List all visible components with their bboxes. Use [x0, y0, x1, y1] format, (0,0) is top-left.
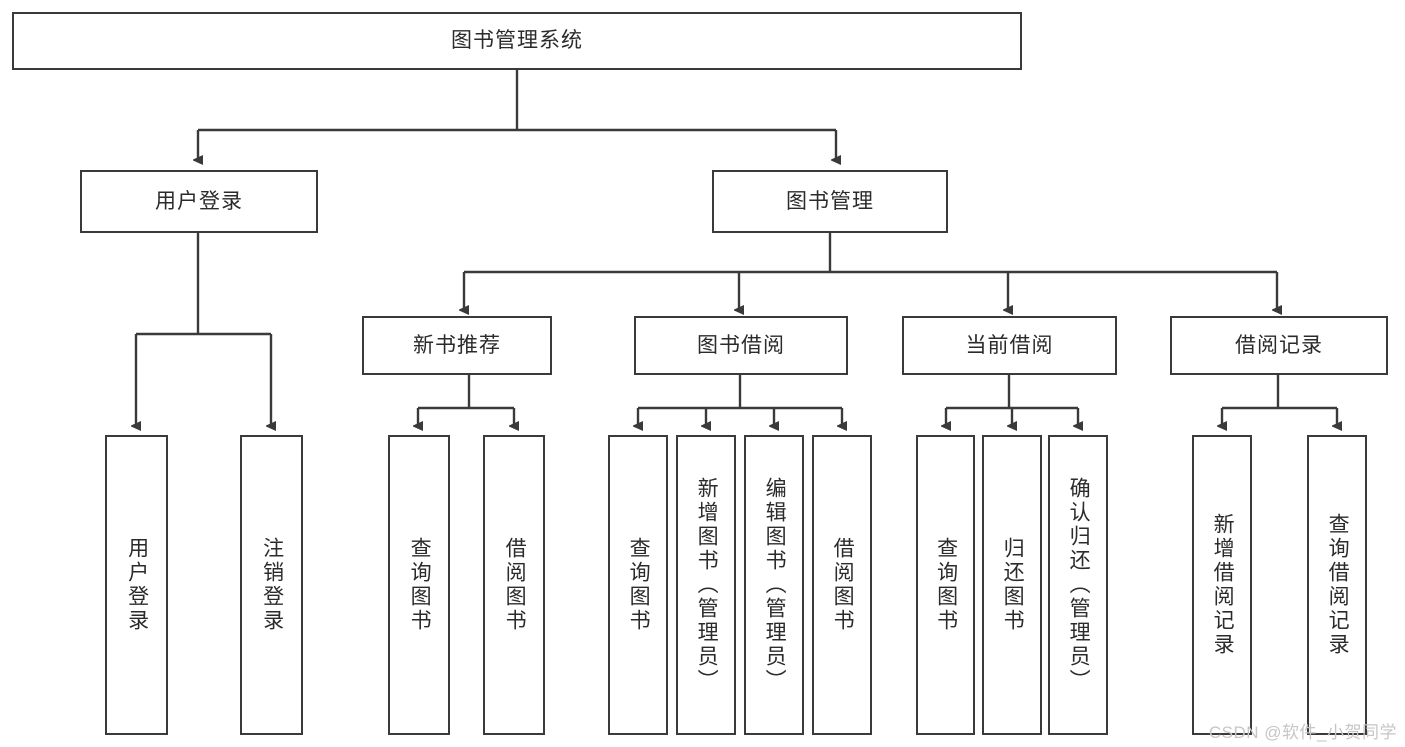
node-label: 图书借阅	[697, 333, 785, 357]
leaf-add-borrow-record[interactable]: 新增借阅记录	[1192, 435, 1252, 735]
node-label: 当前借阅	[965, 333, 1054, 357]
node-label: 借阅图书	[831, 537, 855, 633]
node-label: 借阅图书	[503, 537, 527, 633]
node-current-borrow[interactable]: 当前借阅	[902, 316, 1117, 375]
node-label: 借阅记录	[1235, 333, 1323, 357]
leaf-query-borrow-record[interactable]: 查询借阅记录	[1307, 435, 1367, 735]
leaf-confirm-return-admin[interactable]: 确认归还（管理员）	[1048, 435, 1108, 735]
node-label: 查询图书	[934, 537, 958, 633]
leaf-return-book[interactable]: 归还图书	[982, 435, 1042, 735]
node-label: 查询图书	[408, 537, 432, 633]
node-label: 图书管理	[786, 189, 874, 213]
node-label: 确认归还（管理员）	[1067, 477, 1091, 693]
node-label: 查询借阅记录	[1326, 513, 1350, 657]
leaf-add-book-admin[interactable]: 新增图书（管理员）	[676, 435, 736, 735]
node-root-book-management-system[interactable]: 图书管理系统	[12, 12, 1022, 70]
leaf-current-query-book[interactable]: 查询图书	[916, 435, 975, 735]
node-label: 用户登录	[155, 189, 243, 213]
node-label: 用户登录	[125, 537, 149, 633]
node-label: 编辑图书（管理员）	[763, 477, 787, 693]
node-new-book-recommend[interactable]: 新书推荐	[362, 316, 552, 375]
node-book-management[interactable]: 图书管理	[712, 170, 948, 233]
leaf-user-login[interactable]: 用户登录	[105, 435, 168, 735]
node-book-borrow[interactable]: 图书借阅	[634, 316, 848, 375]
node-label: 归还图书	[1001, 537, 1025, 633]
node-label: 注销登录	[260, 537, 284, 633]
node-label: 新书推荐	[413, 333, 501, 357]
node-borrow-records[interactable]: 借阅记录	[1170, 316, 1388, 375]
leaf-borrow-query-book[interactable]: 查询图书	[608, 435, 668, 735]
node-user-login[interactable]: 用户登录	[80, 170, 318, 233]
leaf-user-logout[interactable]: 注销登录	[240, 435, 303, 735]
node-label: 新增图书（管理员）	[695, 477, 719, 693]
node-label: 图书管理系统	[451, 29, 583, 53]
node-label: 查询图书	[627, 537, 651, 633]
leaf-new-book-query[interactable]: 查询图书	[388, 435, 450, 735]
csdn-watermark: CSDN @软件_小贺同学	[1208, 723, 1397, 742]
leaf-borrow-book[interactable]: 借阅图书	[812, 435, 872, 735]
leaf-new-book-borrow[interactable]: 借阅图书	[483, 435, 545, 735]
leaf-edit-book-admin[interactable]: 编辑图书（管理员）	[744, 435, 804, 735]
node-label: 新增借阅记录	[1211, 513, 1235, 657]
